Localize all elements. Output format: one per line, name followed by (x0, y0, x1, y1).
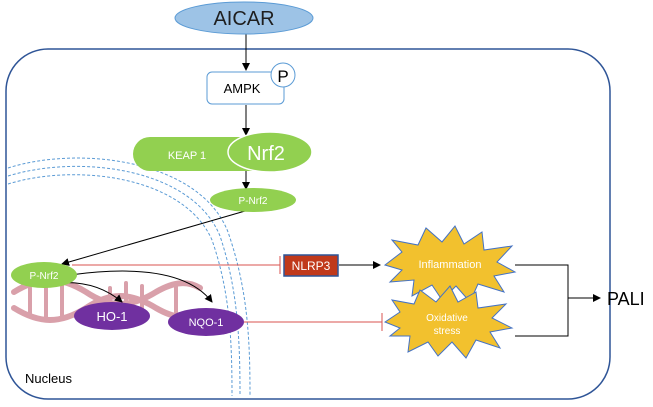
inhibition-lines (72, 256, 383, 331)
ampk-node (206, 71, 285, 105)
nqo1-label: NQO-1 (189, 317, 224, 329)
nqo1-node (168, 308, 244, 336)
aicar-label: AICAR (213, 8, 274, 30)
oxidative-label-line1: Oxidative (426, 313, 468, 324)
aicar-node (174, 1, 314, 35)
nlrp3-label: NLRP3 (292, 259, 331, 273)
phospho-badge (270, 62, 296, 88)
oxidative-stress-burst-icon (383, 285, 514, 359)
phospho-label: P (277, 67, 288, 86)
p-nrf2-cytoplasm-label: P-Nrf2 (239, 196, 268, 207)
nucleus-envelope (7, 157, 251, 397)
arrows (57, 30, 601, 337)
inflammation-burst-icon (383, 225, 517, 303)
inflammation-label: Inflammation (419, 259, 482, 271)
arrow-pnrf2-nucleus (61, 208, 253, 266)
cell-membrane (5, 48, 611, 400)
arrow-pnrf2-nqo1 (69, 270, 213, 303)
connector-inflammation-pali (515, 264, 569, 337)
nucleus-label: Nucleus (25, 371, 72, 386)
nrf2-label: Nrf2 (247, 143, 285, 165)
p-nrf2-nucleus-label: P-Nrf2 (30, 271, 59, 282)
pali-label: PALI (607, 289, 645, 309)
p-nrf2-cytoplasm-node (210, 188, 296, 212)
nlrp3-node (283, 254, 339, 277)
ampk-label: AMPK (224, 81, 261, 96)
nrf2-node (227, 131, 313, 173)
p-nrf2-nucleus-node (11, 262, 77, 288)
ho1-node (74, 302, 150, 330)
keap1-label: KEAP 1 (168, 150, 206, 162)
ho1-label: HO-1 (96, 309, 127, 324)
oxidative-label-line2: stress (434, 326, 461, 337)
